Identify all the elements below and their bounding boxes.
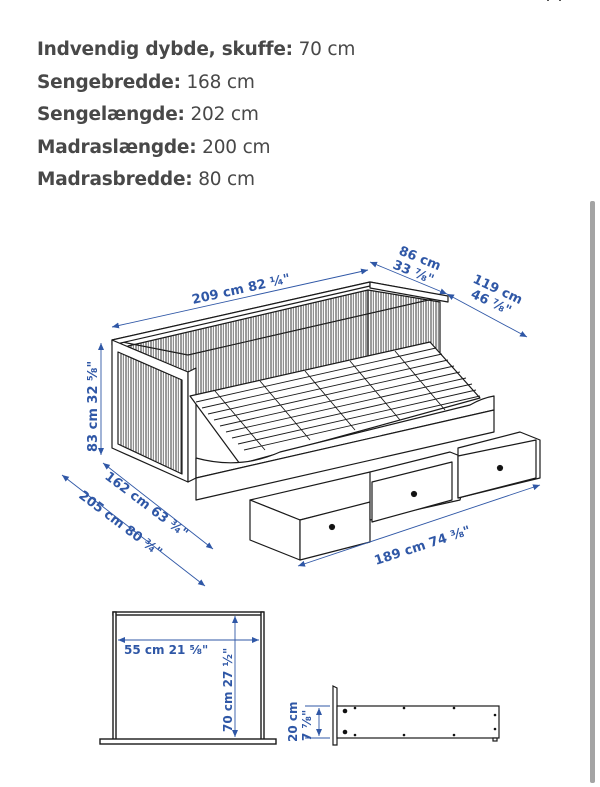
spec-value: 80 cm [198,169,255,190]
spec-label: Sengelængde: [37,104,185,125]
spec-value: 202 cm [190,104,259,125]
drawer-side-view [332,685,500,746]
spec-label: Indvendig dybde, skuffe: [37,39,293,60]
vertical-scrollbar[interactable] [590,201,595,783]
dim-depth-side: 162 cm 63 ¾" [102,469,191,541]
top-edge-icon [545,0,565,4]
dim-drawer-height-cm: 20 cm [286,702,300,743]
dimension-lines [61,261,541,587]
dim-drawer-depth: 70 cm 27 ½" [221,648,235,732]
spec-value: 200 cm [202,136,271,158]
dim-drawer-height-in: 7 ⅞" [300,710,314,741]
spec-bed-length: Sengelængde: 202 cm [37,99,355,132]
spec-label: Madrasbredde: [37,169,193,190]
dim-drawer-width: 55 cm 21 ⅝" [124,643,208,657]
spec-mattress-width: Madrasbredde: 80 cm [37,164,355,197]
spec-value: 70 cm [298,39,356,60]
spec-bed-width: Sengebredde: 168 cm [37,67,355,100]
spec-drawer-depth: Indvendig dybde, skuffe: 70 cm [37,34,355,67]
dim-length-bottom: 189 cm 74 ⅜" [373,524,473,569]
drawer-top-view [99,611,277,745]
spec-label: Madraslængde: [37,136,197,158]
spec-label: Sengebredde: [37,71,181,93]
dimension-diagram: 209 cm 82 ¼" 86 cm 33 ⅞" 119 cm 46 ⅞" 83… [0,200,600,783]
spec-value: 168 cm [186,71,255,93]
spec-mattress-length: Madraslængde: 200 cm [37,132,355,165]
dim-height: 83 cm 32 ⅝" [86,361,101,452]
spec-list: Indvendig dybde, skuffe: 70 cm Sengebred… [37,34,355,197]
